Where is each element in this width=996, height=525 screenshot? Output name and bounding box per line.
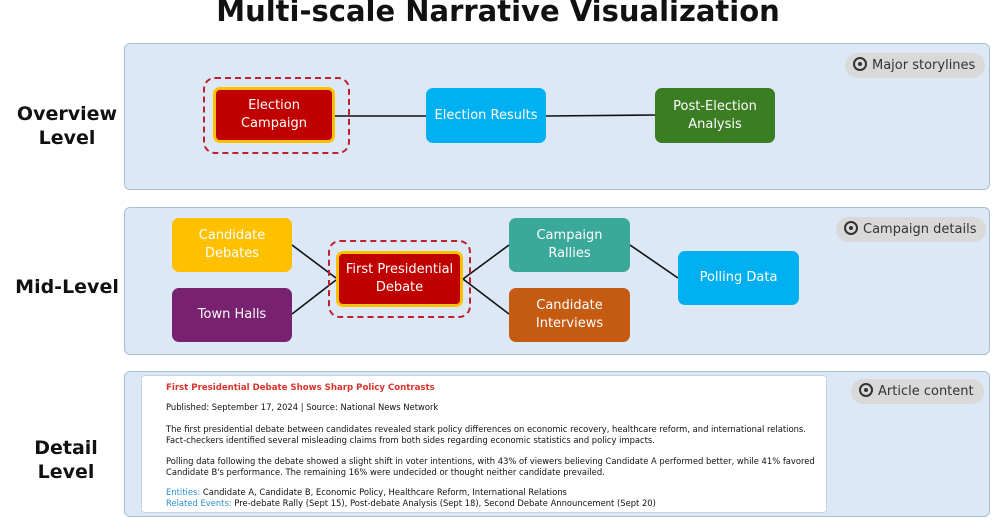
edge-results-postelection <box>545 114 656 117</box>
node-election-results[interactable]: Election Results <box>426 88 546 143</box>
article-related-events: Related Events: Pre-debate Rally (Sept 1… <box>166 498 816 509</box>
node-election-campaign[interactable]: Election Campaign <box>213 87 335 143</box>
node-polling-data[interactable]: Polling Data <box>678 251 799 305</box>
detail-badge: Article content <box>851 379 984 404</box>
related-events-key: Related Events: <box>166 498 232 508</box>
node-campaign-rallies[interactable]: Campaign Rallies <box>509 218 630 272</box>
node-candidate-debates[interactable]: Candidate Debates <box>172 218 292 272</box>
node-town-halls[interactable]: Town Halls <box>172 288 292 342</box>
target-icon <box>844 221 858 235</box>
mid-badge: Campaign details <box>836 217 987 242</box>
article-card: First Presidential Debate Shows Sharp Po… <box>141 375 827 513</box>
target-icon <box>853 57 867 71</box>
article-headline: First Presidential Debate Shows Sharp Po… <box>166 383 435 393</box>
article-entities: Entities: Candidate A, Candidate B, Econ… <box>166 487 816 498</box>
highlight-dashed-box-mid <box>328 240 471 318</box>
article-paragraph-1: The first presidential debate between ca… <box>166 424 806 445</box>
edge-rallies-polling <box>629 244 679 279</box>
node-first-presidential-debate[interactable]: First Presidential Debate <box>336 251 463 307</box>
overview-label-line2: Level <box>38 127 96 149</box>
overview-label-line1: Overview <box>16 103 118 125</box>
target-icon <box>859 383 873 397</box>
node-post-election-analysis[interactable]: Post-Election Analysis <box>655 88 775 143</box>
detail-level-label: Detail Level <box>34 437 98 483</box>
page-title: Multi-scale Narrative Visualization <box>216 0 780 28</box>
article-paragraph-2: Polling data following the debate showed… <box>166 456 815 477</box>
overview-badge: Major storylines <box>845 53 986 78</box>
mid-badge-label: Campaign details <box>863 222 977 237</box>
mid-level-label: Mid-Level <box>15 276 119 298</box>
detail-badge-label: Article content <box>878 384 974 399</box>
related-events-value: Pre-debate Rally (Sept 15), Post-debate … <box>234 498 656 508</box>
overview-badge-label: Major storylines <box>872 58 976 73</box>
article-meta: Published: September 17, 2024 | Source: … <box>166 402 439 412</box>
entities-key: Entities: <box>166 487 201 497</box>
node-candidate-interviews[interactable]: Candidate Interviews <box>509 288 630 342</box>
overview-level-label: Overview Level <box>8 102 126 150</box>
highlight-dashed-box-overview <box>203 77 350 154</box>
entities-value: Candidate A, Candidate B, Economic Polic… <box>202 487 567 497</box>
